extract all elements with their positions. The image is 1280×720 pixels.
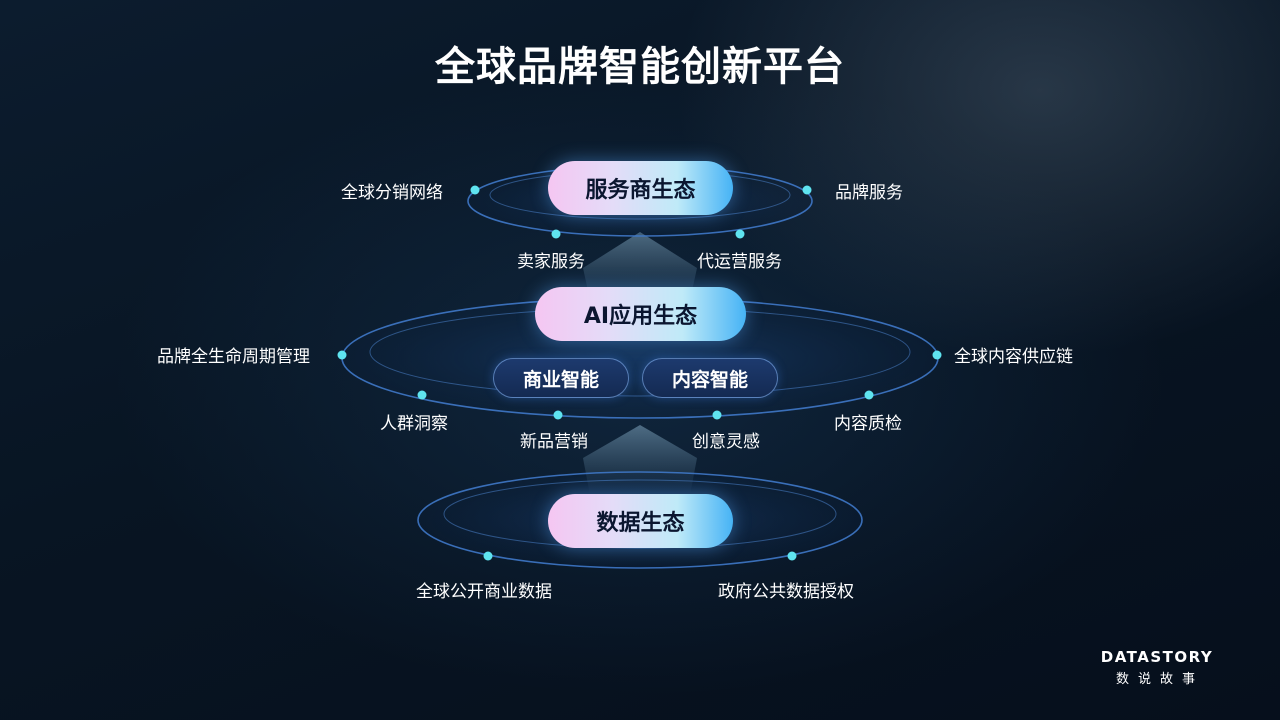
logo-text-cn: 数说故事 [1115, 672, 1204, 687]
node-label-public-business-data: 全球公开商业数据 [416, 582, 552, 602]
node-label-new-product-marketing: 新品营销 [520, 432, 588, 452]
node-label-agency-operation: 代运营服务 [697, 252, 782, 272]
node-dot [551, 229, 561, 239]
node-label-audience-insight: 人群洞察 [380, 414, 448, 434]
node-dot [553, 410, 563, 420]
node-dot [470, 185, 480, 195]
node-label-global-content-supply: 全球内容供应链 [954, 347, 1073, 367]
datastory-logo: DATASTORY 数说故事 [1091, 648, 1223, 687]
page-title: 全球品牌智能创新平台 [435, 44, 845, 90]
node-dots [337, 185, 942, 561]
business-intelligence-pill: 商业智能 [493, 358, 629, 398]
node-label-brand-service: 品牌服务 [835, 183, 903, 203]
node-label-seller-service: 卖家服务 [517, 252, 585, 272]
upward-arrow-top [583, 232, 697, 300]
node-label-brand-lifecycle: 品牌全生命周期管理 [157, 347, 310, 367]
node-dot [483, 551, 493, 561]
ring-bottom-inner [443, 479, 837, 549]
node-label-creative-inspiration: 创意灵感 [692, 432, 760, 452]
service-ecosystem-pill: 服务商生态 [548, 161, 733, 215]
node-dot [417, 390, 427, 400]
node-label-content-qc: 内容质检 [834, 414, 902, 434]
node-dot [787, 551, 797, 561]
data-ecosystem-pill: 数据生态 [548, 494, 733, 548]
logo-text-en: DATASTORY [1100, 648, 1214, 666]
content-intelligence-pill: 内容智能 [642, 358, 778, 398]
node-dot [932, 350, 942, 360]
ai-application-ecosystem-pill: AI应用生态 [535, 287, 746, 341]
node-dot [712, 410, 722, 420]
node-dot [864, 390, 874, 400]
node-dot [735, 229, 745, 239]
node-dot [802, 185, 812, 195]
node-label-government-data: 政府公共数据授权 [718, 582, 854, 602]
node-dot [337, 350, 347, 360]
node-label-global-distribution: 全球分销网络 [341, 183, 443, 203]
